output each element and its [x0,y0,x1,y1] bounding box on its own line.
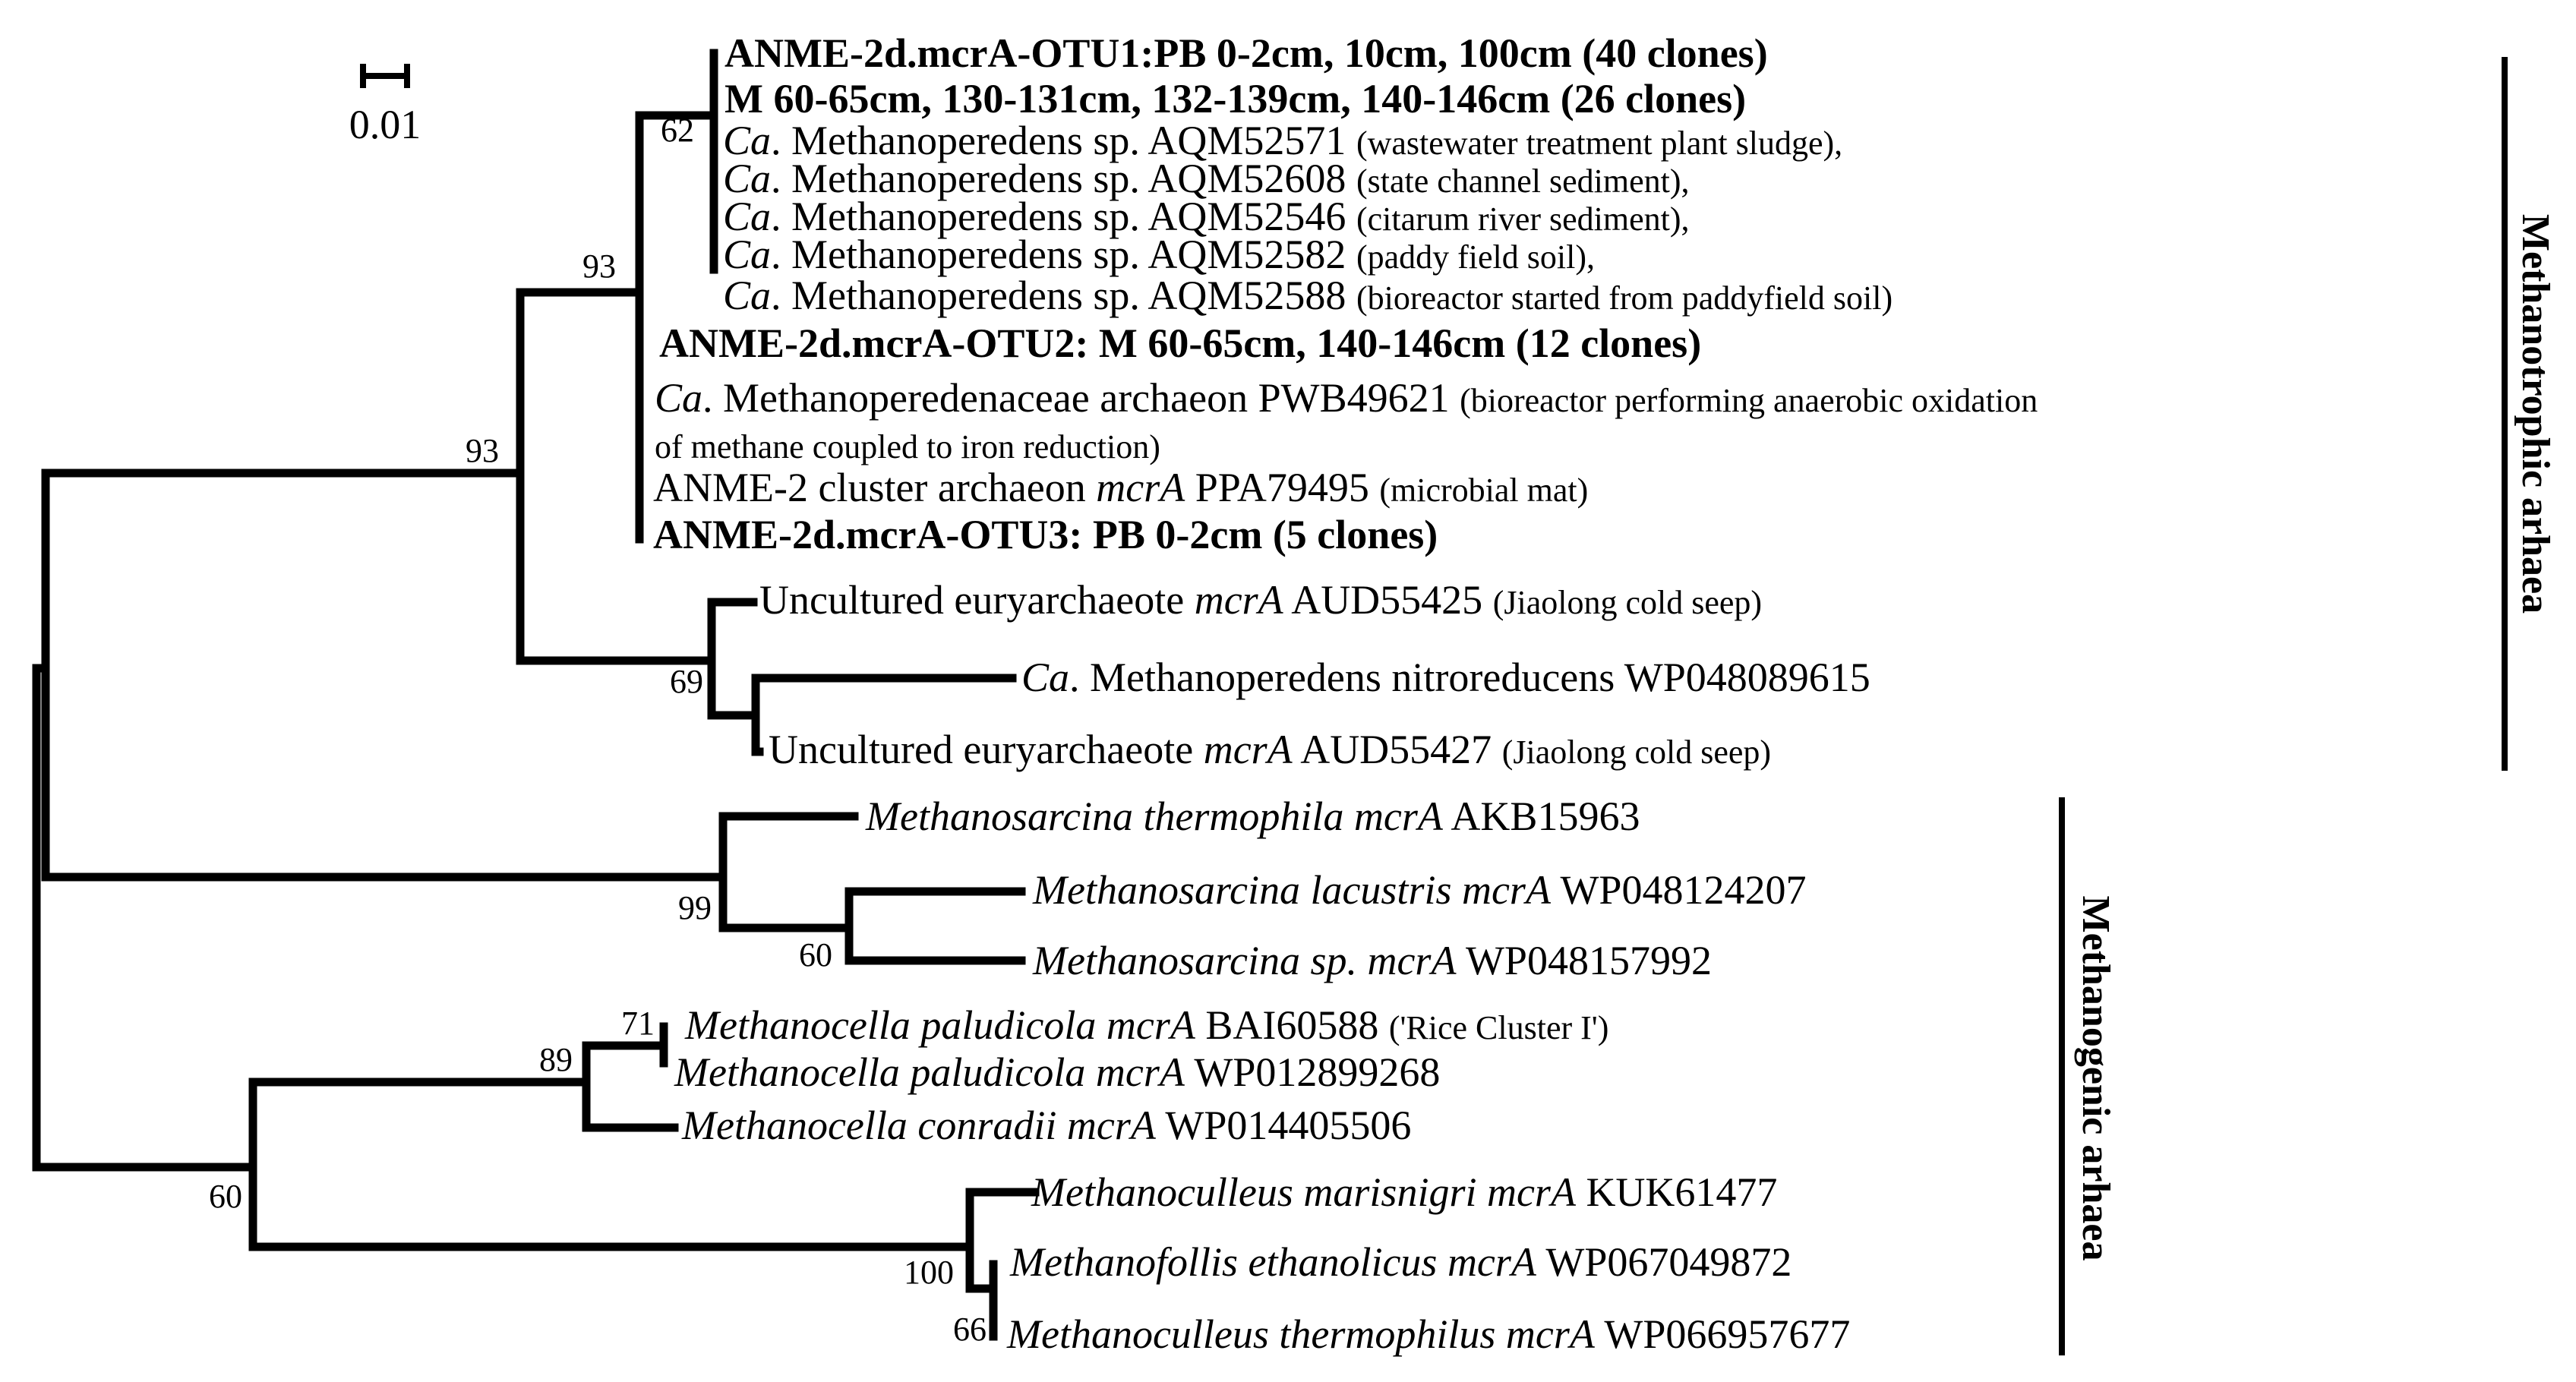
bootstrap-60-sarcina: 60 [799,936,832,973]
taxon-otu2: ANME-2d.mcrA-OTU2: M 60-65cm, 140-146cm … [659,320,1701,366]
bootstrap-93-inner: 93 [582,248,616,285]
taxon-bai60588: Methanocella paludicola mcrA BAI60588 ('… [684,1002,1608,1048]
taxon-kuk61477: Methanoculleus marisnigri mcrA KUK61477 [1031,1169,1777,1215]
taxon-otu1b: M 60-65cm, 130-131cm, 132-139cm, 140-146… [724,76,1746,121]
taxon-wp048089615: Ca. Methanoperedens nitroreducens WP0480… [1021,655,1870,700]
scale-bar-label: 0.01 [349,102,421,147]
scale-bar [360,64,410,88]
bootstrap-66: 66 [953,1311,987,1348]
bootstrap-99: 99 [678,889,712,926]
bootstrap-69: 69 [670,663,703,700]
taxon-ppa79495: ANME-2 cluster archaeon mcrA PPA79495 (m… [653,465,1588,510]
taxon-akb15963: Methanosarcina thermophila mcrA AKB15963 [865,794,1640,839]
bootstrap-100: 100 [904,1254,954,1291]
taxon-aqm52608: Ca. Methanoperedens sp. AQM52608 (state … [723,156,1690,201]
taxon-aqm52582: Ca. Methanoperedens sp. AQM52582 (paddy … [723,232,1595,277]
taxon-pwb49621: Ca. Methanoperedenaceae archaeon PWB4962… [655,375,2038,421]
taxon-aqm52546: Ca. Methanoperedens sp. AQM52546 (citaru… [723,194,1690,239]
taxon-aud55427: Uncultured euryarchaeote mcrA AUD55427 (… [769,727,1771,772]
bootstrap-62: 62 [661,112,694,149]
taxon-aud55425: Uncultured euryarchaeote mcrA AUD55425 (… [759,577,1762,623]
taxon-wp014405506: Methanocella conradii mcrA WP014405506 [681,1103,1411,1148]
bootstrap-60-lower: 60 [209,1178,242,1215]
taxon-wp066957677: Methanoculleus thermophilus mcrA WP06695… [1006,1311,1850,1357]
taxon-wp067049872: Methanofollis ethanolicus mcrA WP0670498… [1009,1239,1792,1285]
taxon-aqm52588: Ca. Methanoperedens sp. AQM52588 (biorea… [723,273,1893,318]
taxon-wp048157992: Methanosarcina sp. mcrA WP048157992 [1032,938,1712,983]
bootstrap-93-outer: 93 [466,432,499,469]
taxon-wp012899268: Methanocella paludicola mcrA WP012899268 [674,1049,1440,1095]
tree-branches [32,49,1040,1341]
taxon-aqm52571: Ca. Methanoperedens sp. AQM52571 (wastew… [723,118,1842,163]
taxon-otu1a: ANME-2d.mcrA-OTU1:PB 0-2cm, 10cm, 100cm … [724,30,1768,76]
taxon-otu3: ANME-2d.mcrA-OTU3: PB 0-2cm (5 clones) [653,512,1438,557]
taxon-wp048124207: Methanosarcina lacustris mcrA WP04812420… [1032,867,1806,913]
methanogenic-label: Methanogenic arhaea [2074,896,2117,1261]
taxon-pwb49621-cont: of methane coupled to iron reduction) [655,428,1160,465]
methanotrophic-label: Methanotrophic arhaea [2514,214,2557,614]
bootstrap-71: 71 [621,1005,655,1042]
bootstrap-89: 89 [539,1041,573,1078]
